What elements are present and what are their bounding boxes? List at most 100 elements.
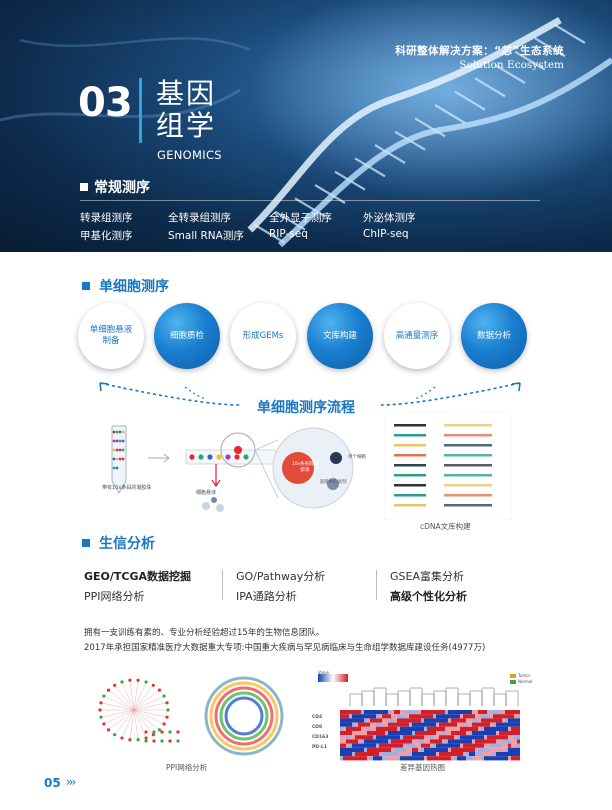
heatmap-cell: [370, 731, 373, 736]
heatmap-cell: [373, 714, 376, 719]
heatmap-cell: [490, 747, 493, 752]
heatmap-cell: [355, 735, 358, 740]
heatmap-cell: [382, 735, 385, 740]
heatmap-cell: [511, 747, 514, 752]
heatmap-cell: [478, 722, 481, 727]
heatmap-cell: [430, 747, 433, 752]
heatmap-cell: [355, 714, 358, 719]
heatmap-cell: [505, 726, 508, 731]
heatmap-cell: [427, 747, 430, 752]
network-node: [152, 730, 156, 734]
heatmap-cell: [430, 718, 433, 723]
heatmap-cell: [448, 743, 451, 748]
heatmap-cell: [409, 756, 412, 761]
heatmap-cell: [475, 722, 478, 727]
heatmap-cell: [397, 747, 400, 752]
network-node: [168, 739, 172, 743]
bead-dot: [243, 454, 249, 460]
heatmap-cell: [421, 735, 424, 740]
heatmap-cell: [481, 710, 484, 715]
heatmap-cell: [511, 718, 514, 723]
network-edge: [133, 685, 154, 711]
circos-ring: [219, 691, 269, 741]
heatmap-cell: [502, 718, 505, 723]
heatmap-cell: [424, 752, 427, 757]
heatmap-cell: [460, 739, 463, 744]
heatmap-cell: [481, 726, 484, 731]
list-item: IPA通路分析: [236, 590, 297, 603]
heatmap-cell: [418, 714, 421, 719]
heatmap-cell: [373, 747, 376, 752]
heatmap-cell: [361, 739, 364, 744]
heatmap-figure: [318, 674, 520, 761]
heatmap-cell: [409, 743, 412, 748]
list-item: 全转录组测序: [168, 212, 231, 224]
heatmap-cell: [514, 714, 517, 719]
heatmap-cell: [382, 739, 385, 744]
heatmap-cell: [376, 752, 379, 757]
heatmap-cell: [457, 718, 460, 723]
heatmap-cell: [505, 722, 508, 727]
section-divider: [139, 78, 142, 143]
heatmap-cell: [373, 752, 376, 757]
heatmap-cell: [406, 726, 409, 731]
heatmap-cell: [421, 710, 424, 715]
heatmap-cell: [475, 731, 478, 736]
conventional-heading-text: 常规测序: [94, 180, 150, 196]
section-subtitle: GENOMICS: [157, 148, 222, 162]
heatmap-cell: [508, 747, 511, 752]
heatmap-cell: [433, 726, 436, 731]
heatmap-cell: [388, 718, 391, 723]
heatmap-cell: [460, 747, 463, 752]
heatmap-cell: [373, 735, 376, 740]
heatmap-cell: [517, 710, 520, 715]
heatmap-cell: [343, 718, 346, 723]
heatmap-cell: [358, 743, 361, 748]
network-node: [102, 722, 106, 726]
step-circle-1: 单细胞悬液制备: [78, 303, 144, 369]
cells-label: 细胞悬液: [196, 490, 217, 496]
heatmap-cell: [445, 739, 448, 744]
heatmap-cell: [394, 718, 397, 723]
helix-rung: [434, 104, 466, 124]
heatmap-cell: [364, 722, 367, 727]
heatmap-cell: [436, 756, 439, 761]
heatmap-cell: [463, 714, 466, 719]
heatmap-cell: [451, 722, 454, 727]
heatmap-cell: [481, 739, 484, 744]
heatmap-cell: [436, 714, 439, 719]
column-divider: [376, 570, 377, 600]
heatmap-cell: [448, 735, 451, 740]
heatmap-cell: [430, 726, 433, 731]
bead-dot: [216, 454, 222, 460]
heatmap-cell: [448, 747, 451, 752]
heatmap-cell: [373, 731, 376, 736]
heatmap-cell: [415, 747, 418, 752]
heatmap-cell: [463, 726, 466, 731]
heatmap-cell: [358, 722, 361, 727]
heatmap-cell: [349, 726, 352, 731]
helix-rung: [414, 117, 446, 138]
heatmap-cell: [418, 735, 421, 740]
heatmap-cell: [472, 731, 475, 736]
heatmap-cell: [376, 756, 379, 761]
heatmap-cell: [340, 756, 343, 761]
heatmap-cell: [457, 747, 460, 752]
heatmap-cell: [457, 710, 460, 715]
heatmap-cell: [412, 726, 415, 731]
heatmap-cell: [379, 731, 382, 736]
dendrogram-branch: [409, 687, 423, 706]
heatmap-cell: [448, 710, 451, 715]
heatmap-cell: [472, 735, 475, 740]
heatmap-cell: [514, 710, 517, 715]
heatmap-cell: [433, 752, 436, 757]
heatmap-cell: [370, 710, 373, 715]
heatmap-cell: [355, 726, 358, 731]
heatmap-cell: [424, 747, 427, 752]
heatmap-cell: [352, 743, 355, 748]
heatmap-row-label: CD4: [312, 715, 323, 720]
heatmap-cell: [436, 722, 439, 727]
heatmap-cell: [511, 739, 514, 744]
heatmap-cell: [508, 722, 511, 727]
heatmap-cell: [469, 756, 472, 761]
